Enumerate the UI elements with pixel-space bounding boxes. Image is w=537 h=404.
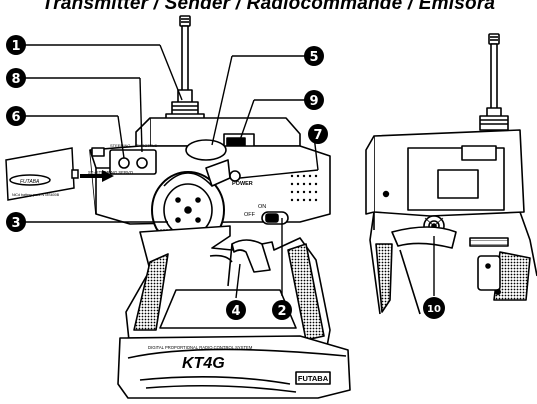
- svg-text:9: 9: [309, 94, 318, 109]
- svg-text:4: 4: [231, 304, 240, 319]
- servo-label: ST=STEERING SERVO: [88, 170, 134, 175]
- power-led: [229, 170, 241, 182]
- callout-8: 8: [6, 68, 26, 88]
- callout-6: 6: [6, 106, 26, 126]
- pack-text-label: NiCd battery pack NT8S600B: [12, 193, 60, 197]
- callout-5: 5: [304, 46, 324, 66]
- system-label: DIGITAL PROPORTIONAL RADIO CONTROL SYSTE…: [148, 345, 253, 350]
- throttle-label: THROTTLE: [136, 143, 157, 148]
- insert-arrow: [80, 170, 114, 182]
- callout-1: 1: [6, 35, 26, 55]
- svg-text:2: 2: [277, 304, 286, 319]
- svg-text:3: 3: [11, 216, 20, 231]
- svg-text:7: 7: [313, 128, 322, 143]
- front-transmitter: FUTABA KT4G DIGITAL PROPORTIONAL RADIO C…: [88, 15, 351, 399]
- throttle-trim-knob: [136, 157, 148, 169]
- callout-3: 3: [6, 212, 26, 232]
- svg-text:1: 1: [11, 39, 20, 54]
- svg-text:8: 8: [11, 72, 20, 87]
- off-label: OFF: [244, 212, 256, 218]
- callout-10: 10: [423, 297, 445, 319]
- pack-brand-label: FUTABA: [20, 179, 40, 185]
- antenna: [165, 15, 205, 127]
- svg-text:5: 5: [309, 50, 318, 65]
- brand-plate: [295, 371, 331, 385]
- svg-text:6: 6: [11, 110, 20, 125]
- callout-2: 2: [272, 300, 292, 320]
- callout-9: 9: [304, 90, 324, 110]
- steering-trim-knob: [118, 157, 130, 169]
- model-name-label: KT4G: [182, 355, 225, 372]
- callout-4: 4: [226, 300, 246, 320]
- steering-dial-top: [185, 139, 227, 161]
- brand-plate-text: FUTABA: [298, 374, 329, 383]
- heading-title: Transmitter / Sender / Radiocommande / E…: [41, 0, 496, 14]
- battery-pack: FUTABA NiCd battery pack NT8S600B: [5, 147, 79, 201]
- throttle-trigger[interactable]: [231, 239, 271, 273]
- on-label: ON: [258, 204, 266, 210]
- svg-text:10: 10: [427, 304, 441, 315]
- power-label: POWER: [232, 181, 253, 187]
- vent-holes: [290, 174, 318, 202]
- rear-transmitter: [365, 33, 537, 315]
- steering-label: STEERING: [110, 143, 130, 148]
- callout-7: 7: [308, 124, 328, 144]
